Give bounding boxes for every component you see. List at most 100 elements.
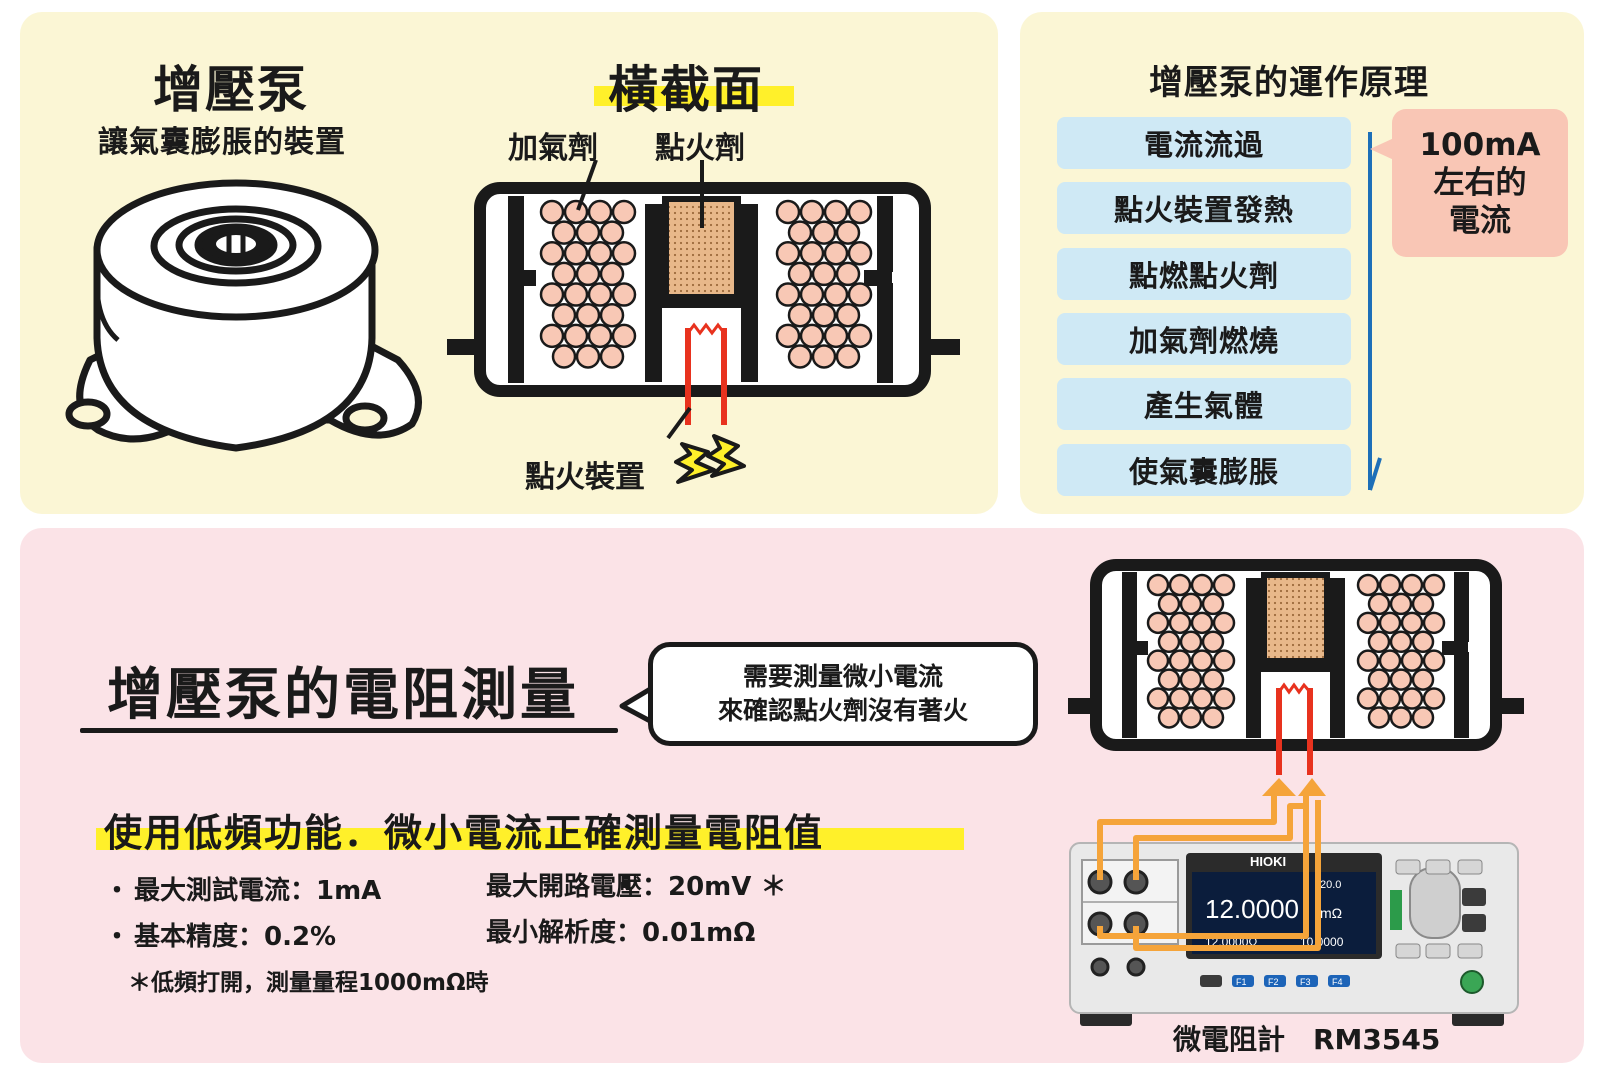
pellet — [1190, 573, 1214, 597]
pellet — [575, 261, 601, 287]
meter-brand: HIOKI — [1250, 854, 1286, 869]
pellet — [835, 302, 861, 328]
feature-heading: 使用低頻功能．微小電流正確測量電阻值 — [96, 802, 964, 857]
pellet — [799, 323, 825, 349]
pellet — [575, 302, 601, 328]
pellet — [1389, 630, 1413, 654]
pellet — [787, 220, 813, 245]
pellet — [539, 241, 565, 266]
pellet — [1367, 592, 1391, 616]
pellet — [1190, 649, 1214, 672]
spec-open-voltage: 最大開路電壓：20mV ＊ — [486, 872, 787, 902]
pellet — [847, 323, 873, 349]
gas-generant-pellets — [1356, 573, 1446, 729]
bullet: ・ — [104, 876, 131, 906]
principle-step: 加氣劑燃燒 — [1057, 313, 1351, 365]
pellet — [1157, 668, 1181, 691]
pellet — [1389, 706, 1413, 729]
pellet — [1168, 687, 1192, 710]
pellet — [1157, 592, 1181, 616]
pellet — [787, 344, 813, 369]
meter-range-value: 20.0 — [1320, 879, 1341, 891]
pellet — [775, 323, 801, 349]
pellet — [611, 241, 637, 266]
spec-resolution: 最小解析度：0.01mΩ — [486, 918, 756, 948]
pellet — [847, 241, 873, 266]
pellet — [1146, 611, 1170, 635]
pellet — [611, 282, 637, 307]
pellet — [1400, 611, 1424, 635]
gas-generant-pellets — [539, 199, 637, 369]
pellet — [587, 199, 613, 225]
pellet — [1389, 668, 1413, 691]
flow-arrow — [1368, 132, 1382, 491]
pellet — [787, 302, 813, 328]
pellet — [1201, 706, 1225, 729]
pellet — [811, 220, 837, 245]
meter-fkey: F2 — [1268, 977, 1279, 987]
pellet — [1356, 687, 1380, 710]
gas-generant-label: 加氣劑 — [508, 131, 598, 166]
pellet — [799, 199, 825, 225]
pellet — [1168, 573, 1192, 597]
principle-step: 點燃點火劑 — [1057, 248, 1351, 300]
pellet — [1422, 573, 1446, 597]
callout-line: 需要測量微小電流 — [742, 662, 943, 691]
pellet — [539, 199, 565, 225]
pellet — [1146, 573, 1170, 597]
pellet — [775, 199, 801, 225]
spec-footnote: ＊低頻打開，測量量程1000mΩ時 — [128, 970, 489, 996]
pellet — [1367, 668, 1391, 691]
pellet — [787, 261, 813, 287]
pump-title: 增壓泵 — [153, 61, 309, 119]
pellet — [599, 302, 625, 328]
pellet — [835, 220, 861, 245]
pellet — [575, 344, 601, 369]
pellet — [551, 344, 577, 369]
pellet — [823, 323, 849, 349]
pellet — [551, 220, 577, 245]
meter-label: 微電阻計 RM3545 — [1173, 1023, 1441, 1056]
pellet — [1422, 611, 1446, 635]
current-note-line: 左右的 — [1433, 165, 1527, 201]
pellet — [1146, 649, 1170, 672]
pellet — [1411, 630, 1435, 654]
pellet — [1212, 611, 1236, 635]
pellet — [799, 282, 825, 307]
cross-section-title: 橫截面 — [608, 61, 764, 119]
bullet: ・ — [104, 922, 131, 952]
pellet — [1190, 687, 1214, 710]
pellet — [1411, 668, 1435, 691]
pellet — [563, 282, 589, 307]
pellet — [823, 199, 849, 225]
pellet — [799, 241, 825, 266]
pellet — [539, 323, 565, 349]
pellet — [1411, 592, 1435, 616]
principle-step: 電流流過 — [1057, 117, 1351, 169]
inflator-icon — [65, 179, 422, 452]
pellet — [599, 220, 625, 245]
pellet — [1212, 687, 1236, 710]
pellet — [835, 261, 861, 287]
pellet — [1179, 630, 1203, 654]
pump-subtitle: 讓氣囊膨脹的裝置 — [98, 125, 346, 160]
cross-section-diagram — [447, 159, 960, 440]
pellet — [1356, 649, 1380, 672]
pellet — [1201, 668, 1225, 691]
pellet — [563, 199, 589, 225]
pellet — [563, 241, 589, 266]
heading-highlight — [594, 86, 794, 106]
pellet — [1400, 573, 1424, 597]
callout-pointer — [619, 685, 654, 725]
pellet — [611, 323, 637, 349]
pellet — [1146, 687, 1170, 710]
pellet — [1179, 668, 1203, 691]
igniter-label: 點火裝置 — [525, 460, 645, 495]
current-note-pointer — [1370, 138, 1394, 160]
pellet — [1179, 592, 1203, 616]
gas-generant-pellets — [1146, 573, 1236, 729]
pellet — [775, 241, 801, 266]
pellet — [1389, 592, 1413, 616]
pellet — [1201, 630, 1225, 654]
pellet — [1378, 573, 1402, 597]
